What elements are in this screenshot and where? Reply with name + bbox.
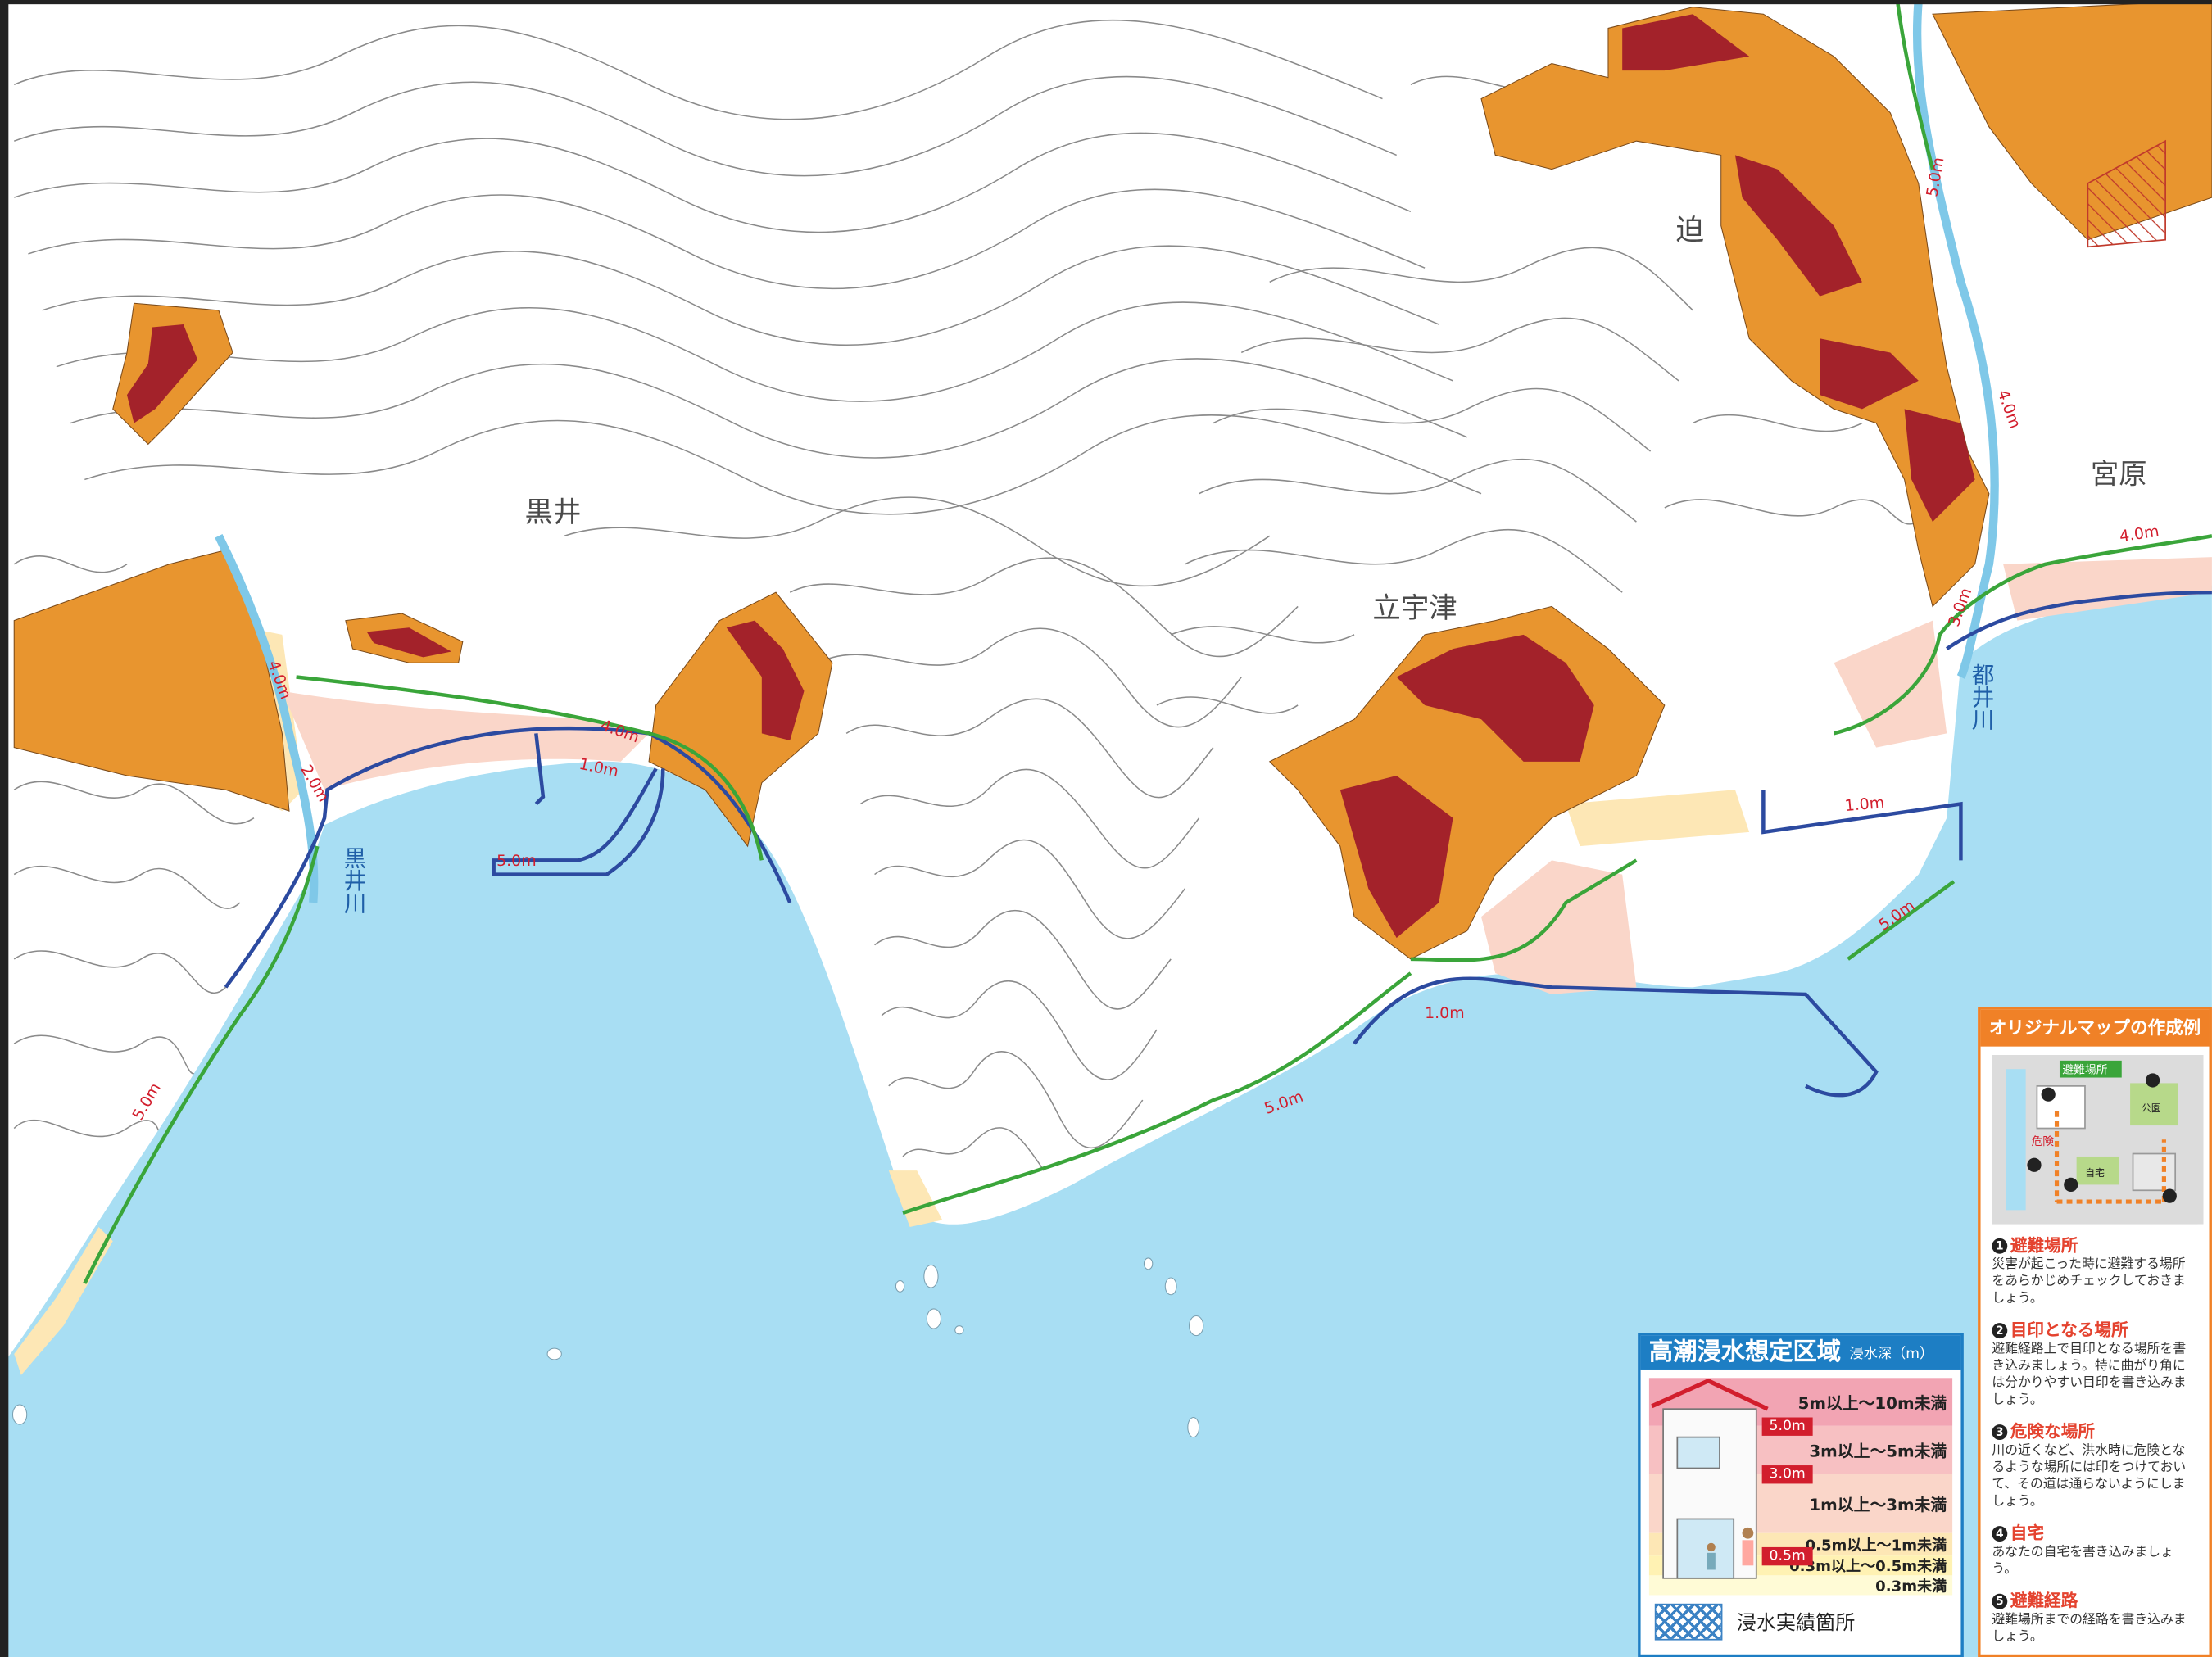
guide-number: 5 bbox=[1992, 1593, 2008, 1609]
example-map-drawing: 避難場所 公園 危険 自宅 bbox=[1992, 1054, 2204, 1225]
example-danger-label: 危険 bbox=[2032, 1135, 2055, 1148]
legend-body: 5m以上～10m未満 3m以上～5m未満 1m以上～3m未満 0.5m以上～1m… bbox=[1648, 1378, 1953, 1618]
guide-number: 3 bbox=[1992, 1424, 2008, 1441]
river-label-kuroi: 黒井川 bbox=[339, 846, 366, 914]
guide-item-title: 避難経路 bbox=[2010, 1591, 2078, 1611]
flood-history-hatch bbox=[2087, 139, 2166, 248]
hatch-swatch-icon bbox=[1654, 1603, 1723, 1641]
islets bbox=[11, 1257, 1204, 1438]
surge-legend: 高潮浸水想定区域 浸水深（m） 5m以上～10m未満 3m以上～5m未満 1m以… bbox=[1638, 1333, 1964, 1657]
legend-hatch-row: 浸水実績箇所 bbox=[1654, 1603, 1856, 1641]
legend-marker-5m: 5.0m bbox=[1761, 1417, 1813, 1436]
contour-lines bbox=[13, 19, 1920, 1171]
place-sako: 迫 bbox=[1676, 215, 1704, 247]
place-tachiuzu: 立宇津 bbox=[1372, 592, 1457, 625]
example-shelter-label: 避難場所 bbox=[2062, 1063, 2107, 1076]
legend-band-label: 5m以上～10m未満 bbox=[1797, 1393, 1947, 1414]
depth-label: 1.0m bbox=[1844, 794, 1885, 815]
guide-item-title: 危険な場所 bbox=[2010, 1421, 2096, 1442]
legend-band-label: 3m以上～5m未満 bbox=[1809, 1441, 1947, 1461]
guide-item-text: 避難経路上で目印となる場所を書き込みましょう。特に曲がり角には分かりやすい目印を… bbox=[1992, 1341, 2187, 1408]
guide-number: 2 bbox=[1992, 1323, 2008, 1339]
guide-item-text: あなたの自宅を書き込みましょう。 bbox=[1992, 1544, 2173, 1578]
landslide-special-zones bbox=[126, 14, 1975, 939]
legend-unit: 浸水深（m） bbox=[1849, 1347, 1934, 1363]
example-park-label: 公園 bbox=[2142, 1102, 2161, 1114]
legend-marker-05m: 0.5m bbox=[1761, 1546, 1813, 1566]
map-left-border bbox=[0, 0, 9, 1657]
guide-item-title: 目印となる場所 bbox=[2010, 1320, 2128, 1340]
guide-item-title: 避難場所 bbox=[2010, 1235, 2078, 1256]
legend-band-label: 0.3m以上～0.5m未満 bbox=[1789, 1558, 1947, 1576]
legend-band-label: 0.5m以上～1m未満 bbox=[1805, 1537, 1947, 1555]
legend-hatch-label: 浸水実績箇所 bbox=[1736, 1612, 1856, 1635]
example-home-label: 自宅 bbox=[2085, 1166, 2105, 1179]
legend-band-label: 1m以上～3m未満 bbox=[1809, 1495, 1947, 1515]
depth-label: 1.0m bbox=[1425, 1004, 1465, 1022]
legend-header: 高潮浸水想定区域 浸水深（m） bbox=[1640, 1335, 1961, 1370]
guide-example-map: 避難場所 公園 危険 自宅 bbox=[1992, 1054, 2204, 1225]
legend-title: 高潮浸水想定区域 bbox=[1648, 1338, 1842, 1367]
guide-item-text: 災害が起こった時に避難する場所をあらかじめチェックしておきましょう。 bbox=[1992, 1256, 2186, 1306]
guide-item-text: 川の近くなど、洪水時に危険となるような場所には印をつけておいて、その道は通らない… bbox=[1992, 1442, 2187, 1510]
guide-number: 1 bbox=[1992, 1238, 2008, 1254]
house-illustration bbox=[1651, 1378, 1769, 1579]
tsui-river-channel bbox=[1913, 0, 1999, 679]
guide-item-title: 自宅 bbox=[2010, 1523, 2045, 1543]
depth-label: 5.0m bbox=[496, 852, 537, 870]
legend-band-label: 0.3m未満 bbox=[1875, 1578, 1947, 1596]
legend-marker-3m: 3.0m bbox=[1761, 1465, 1813, 1484]
guide-title: オリジナルマップの作成例 bbox=[1980, 1009, 2210, 1047]
map-top-border bbox=[0, 0, 2212, 5]
guide-item-text: 避難場所までの経路を書き込みましょう。 bbox=[1992, 1612, 2187, 1645]
guide-number: 4 bbox=[1992, 1526, 2008, 1542]
river-label-tsui: 都井川 bbox=[1968, 663, 1995, 731]
place-kuroi: 黒井 bbox=[525, 496, 582, 529]
place-miyabara: 宮原 bbox=[2091, 459, 2147, 491]
flood-boundary-lines bbox=[83, 0, 2212, 1284]
